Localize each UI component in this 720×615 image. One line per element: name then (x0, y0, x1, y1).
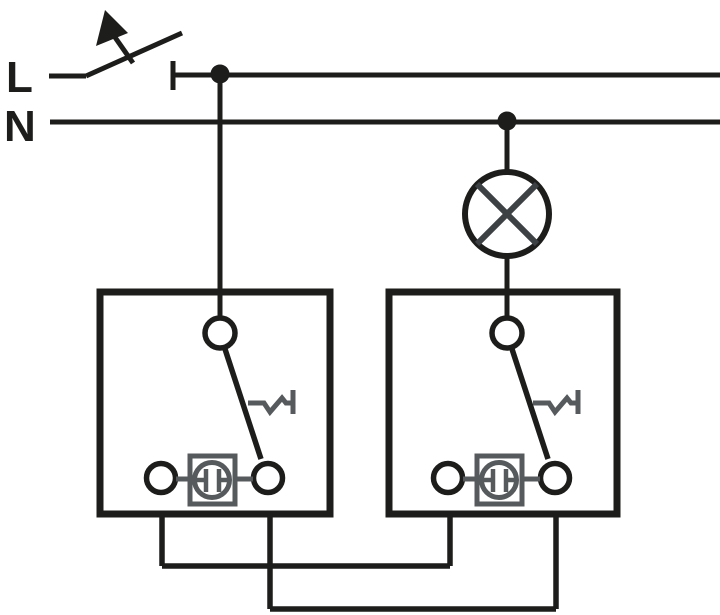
terminal-bottom-right (250, 460, 286, 496)
interconnect-wires (159, 514, 559, 612)
neutral-label: N (4, 102, 36, 151)
switch-blade (84, 30, 184, 79)
terminal-bottom-left (143, 460, 179, 496)
glow-lamp-indicator-icon (463, 453, 540, 507)
switch-blade (508, 345, 551, 460)
terminal-bottom-left (430, 460, 466, 496)
glow-lamp-indicator-icon (176, 453, 253, 507)
two-way-switch-left (143, 315, 296, 507)
phase-line-l: L (6, 10, 720, 102)
terminal-top (202, 315, 238, 351)
neutral-line-n: N (4, 102, 720, 151)
pilot-light-marking-icon (533, 390, 581, 417)
junction-dot-phase (210, 64, 230, 84)
pilot-marking-zigzag (533, 394, 577, 417)
terminal-top (489, 315, 525, 351)
pilot-marking-zigzag (248, 394, 292, 417)
lamp-cross-stroke (474, 181, 540, 247)
switch-with-actuation-arrow-icon (84, 10, 184, 90)
phase-label: L (6, 53, 33, 102)
terminal-bottom-right (537, 460, 573, 496)
two-way-switch-right (430, 315, 581, 507)
actuation-arrow-head (96, 10, 128, 46)
lamp-branch (462, 121, 552, 319)
pilot-light-marking-icon (248, 390, 296, 417)
switch-blade (221, 345, 264, 460)
lamp-crossed-circle-icon (462, 169, 552, 259)
